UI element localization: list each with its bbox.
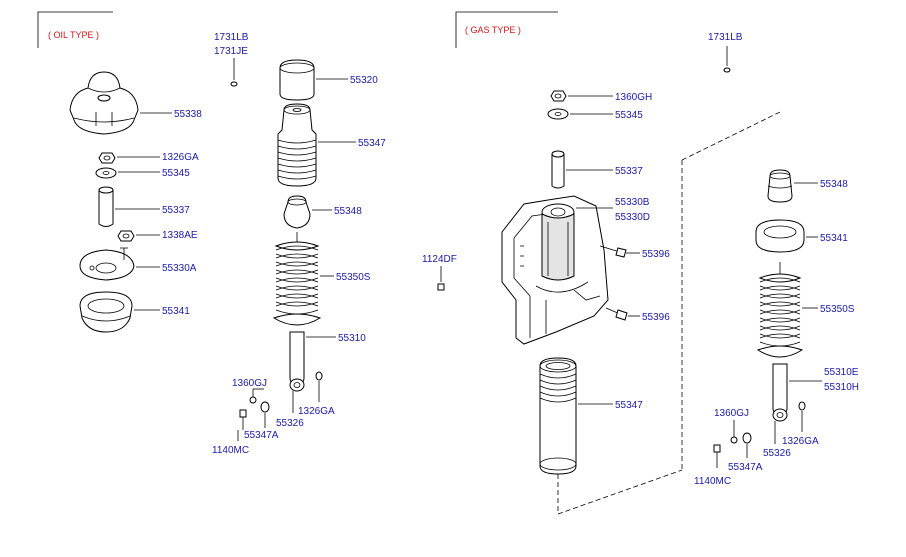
- label-1140mc-oil: 1140MC: [212, 445, 249, 456]
- oil-nut-1338ae: [117, 230, 135, 242]
- label-55310: 55310: [338, 333, 366, 344]
- gas-dashed-guides: [557, 111, 781, 515]
- gas-bolt-55396-upper: [599, 245, 627, 258]
- gas-pad-55341: [755, 219, 805, 253]
- label-55326-oil: 55326: [276, 418, 304, 429]
- oil-spacer-55337: [98, 186, 114, 227]
- label-55330d: 55330D: [615, 212, 650, 223]
- gas-bolt-1124df: [437, 266, 445, 291]
- label-1360gh: 1360GH: [615, 92, 652, 103]
- label-1360gj-gas: 1360GJ: [714, 408, 749, 419]
- label-55326-gas: 55326: [763, 448, 791, 459]
- label-55347a-oil: 55347A: [244, 430, 279, 441]
- oil-seat-55330a: [79, 247, 135, 281]
- gas-1731-plug: [723, 46, 731, 73]
- label-1731lb-gas: 1731LB: [708, 32, 743, 43]
- oil-spring-55350s: [272, 232, 322, 326]
- gas-boot-55347: [539, 357, 577, 475]
- label-1326ga-top: 1326GA: [162, 152, 199, 163]
- label-55320: 55320: [350, 75, 378, 86]
- label-55310h: 55310H: [824, 382, 859, 393]
- label-1140mc-gas: 1140MC: [694, 476, 731, 487]
- label-1360gj-oil: 1360GJ: [232, 378, 267, 389]
- gas-shock-55310e: [772, 363, 788, 422]
- label-1731lb: 1731LB: [214, 32, 249, 43]
- label-1338ae: 1338AE: [162, 230, 198, 241]
- label-55337-oil: 55337: [162, 205, 190, 216]
- label-55347a-gas: 55347A: [728, 462, 763, 473]
- label-1326ga-gas: 1326GA: [782, 436, 819, 447]
- gas-washer-55345: [547, 108, 569, 120]
- label-55341-oil: 55341: [162, 306, 190, 317]
- oil-strut-mount-55338: [69, 71, 139, 135]
- oil-boot-55347: [277, 103, 317, 187]
- label-55396-upper: 55396: [642, 249, 670, 260]
- label-55350s-gas: 55350S: [820, 304, 855, 315]
- gas-section-bracket: ( GAS TYPE ): [455, 11, 558, 48]
- oil-cap-55320: [279, 59, 315, 101]
- gas-nut-1360gh: [550, 90, 567, 102]
- label-1326ga-oil-bottom: 1326GA: [298, 406, 335, 417]
- label-55347-gas: 55347: [615, 400, 643, 411]
- gas-spacer-55337: [551, 150, 565, 189]
- label-55310e: 55310E: [824, 367, 859, 378]
- label-55341-gas: 55341: [820, 233, 848, 244]
- oil-nut-1326ga: [98, 152, 116, 164]
- label-1124df: 1124DF: [422, 254, 457, 265]
- label-55330b: 55330B: [615, 197, 650, 208]
- gas-spring-55350s: [756, 262, 804, 358]
- label-55337-gas: 55337: [615, 166, 643, 177]
- label-1731je: 1731JE: [214, 46, 248, 57]
- label-55345-gas: 55345: [615, 110, 643, 121]
- gas-bumpstop-55348: [767, 169, 793, 203]
- label-55396-lower: 55396: [642, 312, 670, 323]
- label-55338: 55338: [174, 109, 202, 120]
- oil-pad-55341: [79, 291, 133, 333]
- label-55330a: 55330A: [162, 263, 197, 274]
- gas-bolt-55396-lower: [605, 307, 628, 321]
- label-55348-gas: 55348: [820, 179, 848, 190]
- gas-type-title: ( GAS TYPE ): [465, 25, 521, 35]
- label-55347-oil: 55347: [358, 138, 386, 149]
- gas-lower-hardware: [713, 401, 806, 468]
- oil-bumpstop-55348: [283, 195, 311, 229]
- oil-1731-plug: [230, 58, 238, 87]
- oil-type-title: ( OIL TYPE ): [48, 30, 99, 40]
- label-55348-oil: 55348: [334, 206, 362, 217]
- oil-section-bracket: ( OIL TYPE ): [37, 11, 113, 48]
- gas-bracket-55330b: [501, 195, 609, 345]
- oil-lower-hardware: [237, 371, 323, 441]
- oil-shock-55310: [289, 331, 305, 392]
- label-55345-oil: 55345: [162, 168, 190, 179]
- oil-washer-55345: [95, 167, 117, 179]
- label-55350s-oil: 55350S: [336, 272, 371, 283]
